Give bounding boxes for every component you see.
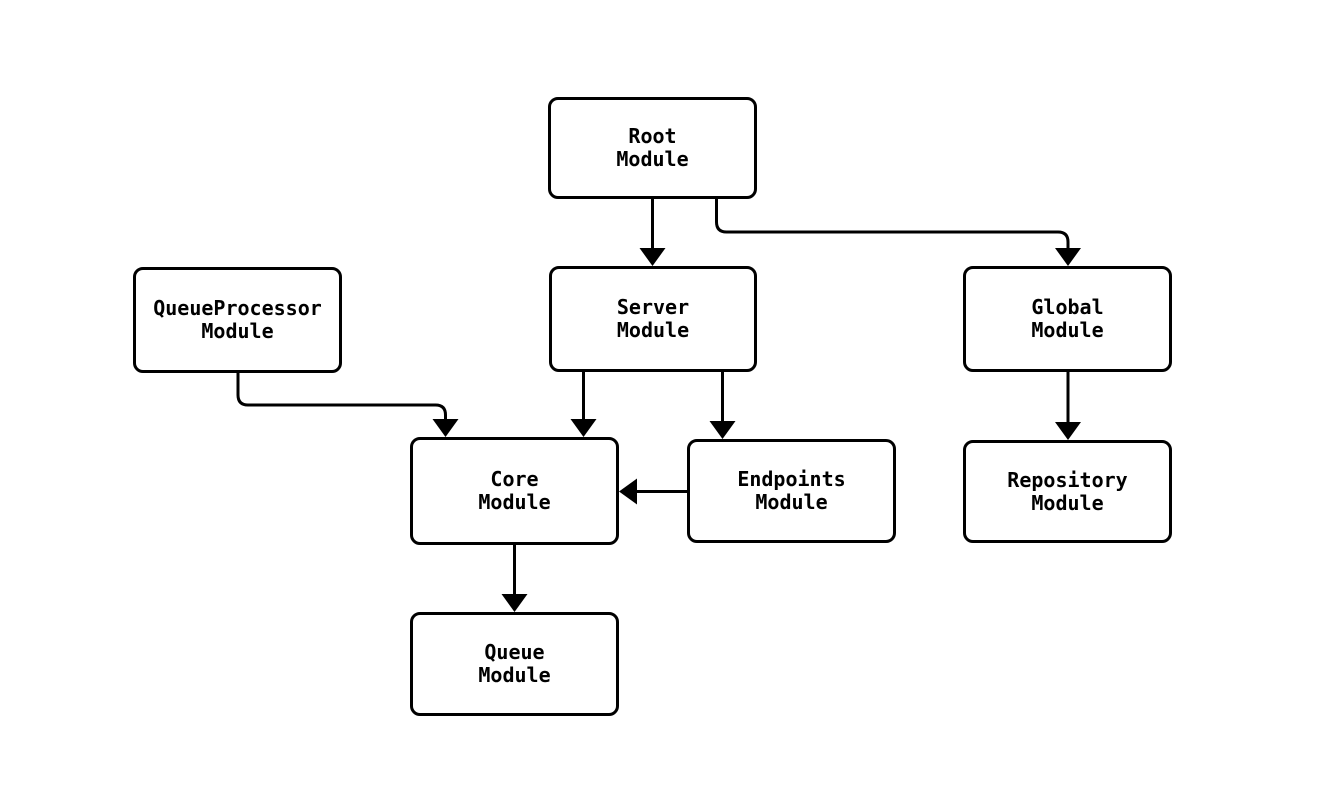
node-endpoints-module: Endpoints Module	[687, 439, 896, 543]
node-label: Global Module	[1031, 295, 1104, 342]
node-queue-module: Queue Module	[410, 612, 619, 716]
node-label: Queue Module	[478, 640, 551, 687]
node-label: Root Module	[616, 124, 689, 171]
node-queueprocessor-module: QueueProcessor Module	[133, 267, 342, 373]
node-repository-module: Repository Module	[963, 440, 1172, 543]
node-label: Core Module	[478, 467, 551, 514]
edge-queueprocessor-to-core	[236, 373, 459, 437]
node-root-module: Root Module	[548, 97, 757, 199]
node-core-module: Core Module	[410, 437, 619, 545]
node-label: Endpoints Module	[737, 467, 846, 514]
node-server-module: Server Module	[549, 266, 757, 372]
node-global-module: Global Module	[963, 266, 1172, 372]
node-label: QueueProcessor Module	[153, 296, 322, 343]
edge-root-to-global	[715, 199, 1081, 266]
node-label: Server Module	[616, 295, 690, 342]
node-label: Repository Module	[1007, 467, 1128, 515]
